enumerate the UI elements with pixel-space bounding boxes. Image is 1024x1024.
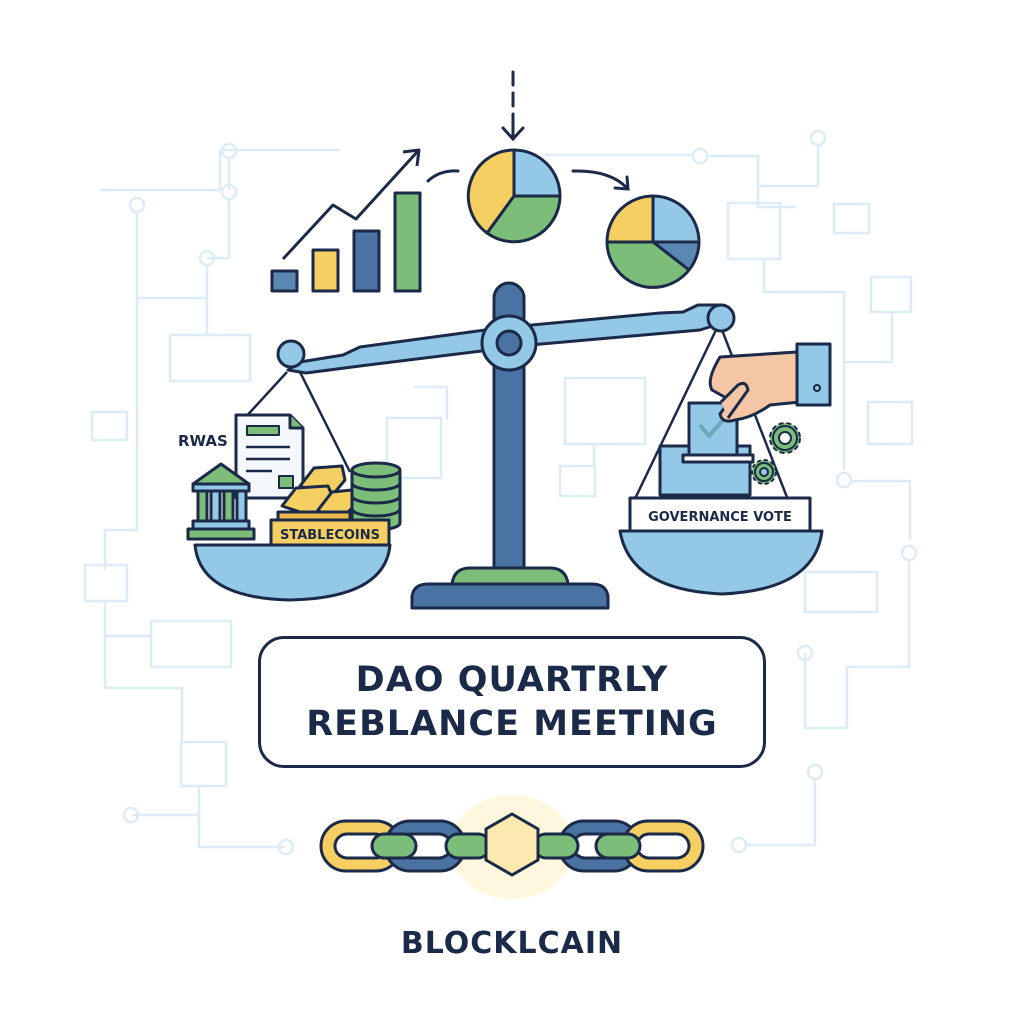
footer-label: BLOCKLCAIN bbox=[400, 926, 624, 961]
governance-vote-label-box bbox=[628, 496, 812, 533]
coin-stack-icon bbox=[350, 461, 402, 532]
circuit-background bbox=[83, 129, 918, 856]
title-line-2: REBLANCE MEETING bbox=[306, 704, 718, 744]
balance-scale-icon bbox=[276, 281, 736, 610]
flow-arrows bbox=[426, 70, 630, 191]
stablecoins-label: STABLECOINS bbox=[280, 528, 380, 543]
hand-icon bbox=[708, 342, 832, 423]
checkmark-icon bbox=[698, 416, 727, 438]
bank-building-icon bbox=[186, 462, 256, 541]
right-pan bbox=[618, 342, 832, 596]
left-pan bbox=[186, 413, 402, 602]
hexagon-block-icon bbox=[484, 812, 540, 877]
document-icon bbox=[234, 413, 305, 500]
rwas-label: RWAS bbox=[178, 432, 228, 450]
pie-chart-after-icon bbox=[605, 194, 701, 289]
growth-bar-chart-icon bbox=[270, 148, 422, 293]
title-card: DAO QUARTRLY REBLANCE MEETING bbox=[258, 636, 766, 768]
governance-vote-label: GOVERNANCE VOTE bbox=[648, 510, 792, 525]
title-line-1: DAO QUARTRLY bbox=[355, 660, 669, 700]
blockchain-chain-icon bbox=[319, 795, 705, 899]
ballot-box-icon bbox=[658, 401, 755, 497]
gear-icon bbox=[751, 422, 801, 485]
stablecoins-label-box bbox=[269, 518, 391, 550]
pie-chart-before-icon bbox=[466, 148, 562, 244]
